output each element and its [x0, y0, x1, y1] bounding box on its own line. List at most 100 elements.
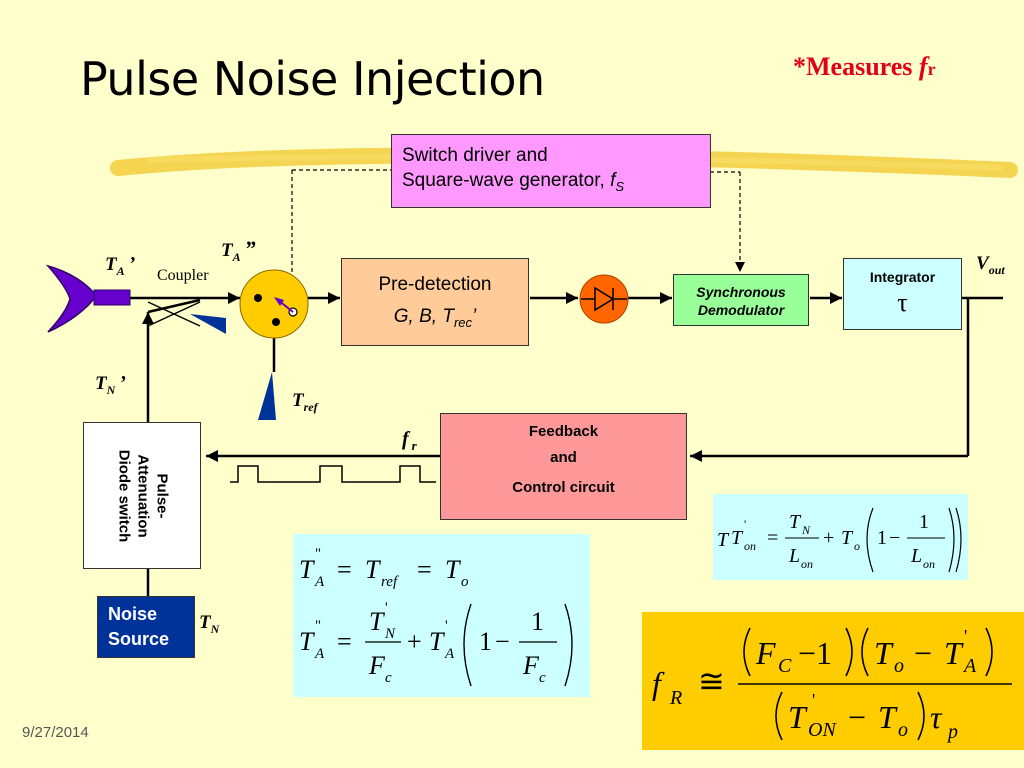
fr-ta: T: [944, 635, 964, 671]
pulse-atten-line2: Attenuation: [134, 454, 152, 538]
eq2-den1-sub: c: [385, 670, 392, 686]
reference-load: [258, 372, 276, 420]
switch-driver-block: Switch driver and Square-wave generator,…: [391, 134, 711, 208]
fr-ton: T: [788, 699, 808, 735]
fr-tau: τ: [930, 699, 943, 735]
eq3-equals: =: [767, 527, 778, 549]
eq2-lhs-sub: A: [314, 646, 325, 662]
eq3-num1: T: [789, 511, 802, 533]
label-coupler: Coupler: [157, 267, 209, 284]
eq2-den2-sub: c: [539, 670, 546, 686]
page-title: Pulse Noise Injection: [80, 52, 545, 106]
eq3-den1: L: [788, 545, 800, 567]
fr-ta-sub: A: [962, 655, 977, 677]
eq1-lhs-sub: A: [314, 574, 325, 590]
label-tref: Tref: [292, 390, 318, 414]
fr-lhs: f: [652, 665, 665, 701]
eq1-equals1: =: [337, 555, 352, 584]
fr-ta-sup: ': [964, 626, 967, 646]
predetection-title: Pre-detection: [378, 274, 492, 295]
equation-ton-svg: T T on ' = T N L on + T o 1 − 1 L on: [717, 507, 962, 573]
fr-minus-b: −: [848, 699, 866, 735]
integrator-title: Integrator: [869, 269, 936, 285]
fr-to2-sub: o: [898, 719, 908, 741]
fr-formula-box: f R ≅ F C −1 T o − T A ' T: [642, 612, 1024, 750]
slide-date: 9/27/2014: [22, 724, 89, 741]
fr-ton-sup: ': [812, 690, 815, 710]
fr-to: T: [874, 635, 894, 671]
switch-driver-line1: Switch driver and: [402, 145, 548, 166]
fr-to2: T: [878, 699, 898, 735]
feedback-line2: and: [550, 449, 577, 466]
switch-driver-line2: Square-wave generator, fS: [402, 170, 625, 194]
eq2-t2-sup: ': [445, 618, 448, 634]
fr-minus1: −1: [798, 635, 832, 671]
fr-fc: F: [755, 635, 776, 671]
eq3-num2: 1: [919, 511, 929, 533]
eq3-lead: T: [717, 529, 730, 551]
eq2-lhs-sup: ": [315, 618, 321, 634]
noise-source-block: Noise Source: [97, 596, 195, 658]
measures-note: *Measures fr: [793, 52, 936, 81]
eq3-den1-sub: on: [801, 557, 813, 571]
feedback-block: Feedback and Control circuit: [440, 413, 687, 520]
integrator-tau: τ: [897, 288, 908, 317]
coupler: [147, 301, 226, 334]
eq1-mid: T: [365, 555, 381, 584]
eq3-t2-sub: o: [854, 539, 860, 553]
fr-minus-a: −: [914, 635, 932, 671]
eq2-one: 1: [479, 627, 492, 656]
sync-demod-line1: Synchronous: [696, 284, 786, 300]
eq2-num1-sup: ': [385, 600, 388, 616]
pulse-atten-line1: Pulse-: [153, 473, 171, 519]
fr-formula-svg: f R ≅ F C −1 T o − T A ' T: [652, 626, 1012, 743]
noise-source-line1: Noise: [108, 604, 158, 624]
eq2-plus: +: [407, 627, 422, 656]
eq2-t2: T: [429, 627, 445, 656]
fr-approx: ≅: [698, 663, 725, 699]
noise-source-line2: Source: [108, 629, 170, 649]
eq1-rhs: T: [445, 555, 461, 584]
pulse-atten-line3: Diode switch: [115, 449, 133, 543]
label-tn: TN: [199, 612, 220, 636]
fr-to-sub: o: [894, 655, 904, 677]
fr-tau-sub: p: [946, 721, 958, 743]
fr-ton-sub: ON: [808, 719, 837, 741]
integrator-block: Integrator τ: [843, 258, 962, 330]
rf-switch: [239, 269, 309, 339]
sync-demodulator-block: Synchronous Demodulator: [673, 274, 809, 326]
eq2-minus: −: [495, 627, 510, 656]
horn-antenna: [45, 264, 131, 333]
eq3-one: 1: [877, 527, 887, 549]
eq3-t: T: [731, 527, 744, 549]
pulse-attenuation-text: Pulse- Attenuation Diode switch: [115, 423, 172, 570]
eq2-den1: F: [368, 651, 386, 680]
eq2-equals: =: [337, 627, 352, 656]
eq2-num1: T: [369, 607, 385, 636]
eq3-den2-sub: on: [923, 557, 935, 571]
equation-ta-svg: T A " = T ref = T o T A " = T N ' F c: [299, 546, 573, 687]
fr-fc-sub: C: [778, 655, 792, 677]
detector-diode: [579, 274, 629, 324]
eq1-rhs-sub: o: [461, 574, 469, 590]
eq3-den2: L: [910, 545, 922, 567]
eq1-lhs-sup: ": [315, 546, 321, 562]
predetection-block: Pre-detection G, B, Trec’: [341, 258, 529, 346]
equation-box-ta: T A " = T ref = T o T A " = T N ' F c: [293, 534, 590, 697]
pulse-attenuation-block: Pulse- Attenuation Diode switch: [83, 422, 201, 569]
eq2-den2: F: [522, 651, 540, 680]
label-vout: Vout: [976, 253, 1005, 277]
eq2-num2: 1: [531, 607, 544, 636]
eq2-t2-sub: A: [444, 646, 455, 662]
eq1-lhs: T: [299, 555, 315, 584]
eq3-plus: +: [823, 527, 834, 549]
fr-lhs-sub: R: [669, 687, 682, 709]
predetection-params: G, B, Trec’: [393, 306, 477, 330]
eq3-num1-sub: N: [801, 523, 811, 537]
eq2-num1-sub: N: [384, 626, 396, 642]
label-tn-prime: TN’: [95, 372, 126, 397]
eq1-equals2: =: [417, 555, 432, 584]
label-ta-prime: TA’: [105, 253, 136, 278]
